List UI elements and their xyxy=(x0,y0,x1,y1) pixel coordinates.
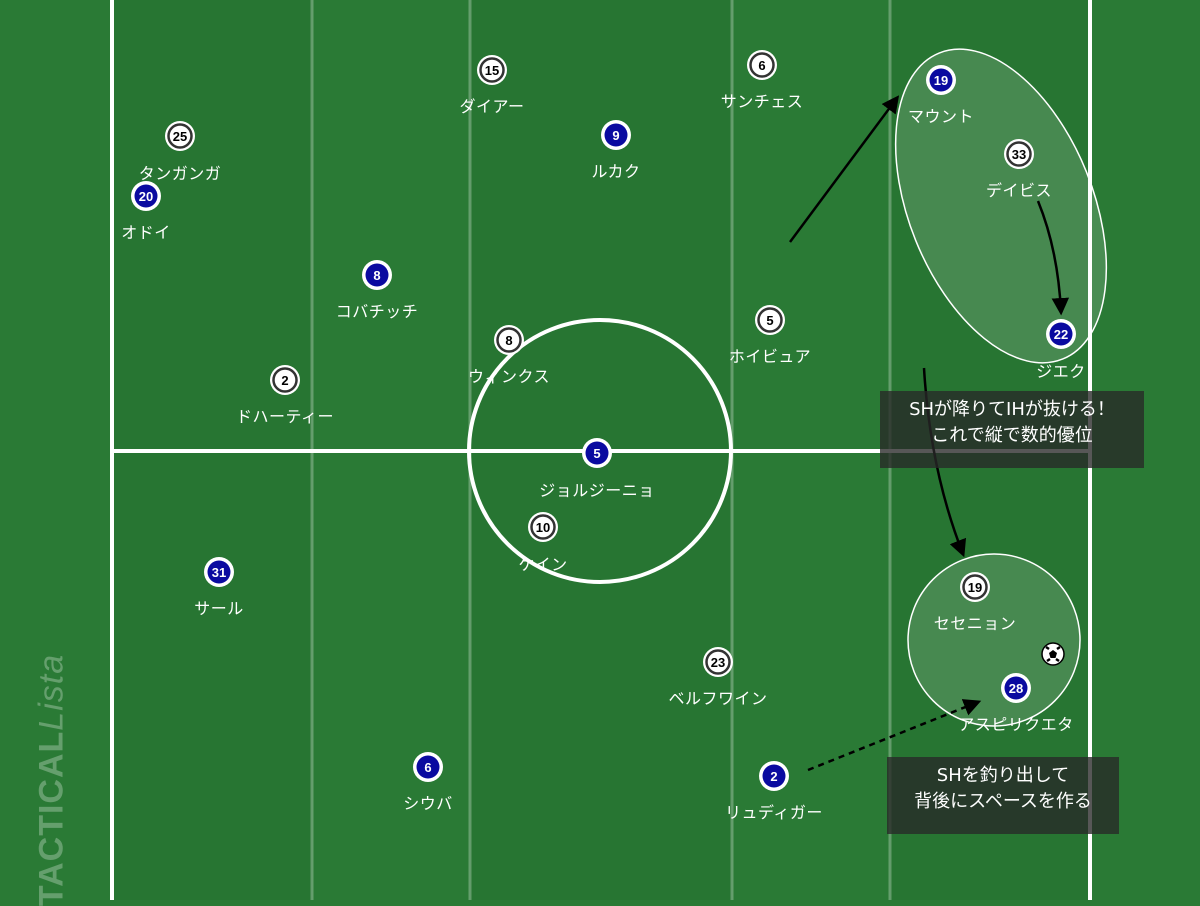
note-bottom: SHを釣り出して 背後にスペースを作る xyxy=(887,757,1119,834)
player-disc xyxy=(749,52,775,78)
player-disc xyxy=(134,184,158,208)
player-name-p9: ルカク xyxy=(591,162,641,181)
player-marker-p20: 20 xyxy=(131,181,161,211)
player-marker-p22: 22 xyxy=(1046,319,1076,349)
player-number: 5 xyxy=(593,446,600,461)
player-disc xyxy=(1006,141,1032,167)
player-number: 5 xyxy=(766,313,773,328)
player-name-p6b: シウバ xyxy=(403,794,453,813)
player-disc xyxy=(167,123,193,149)
player-name-p33: デイビス xyxy=(985,181,1053,200)
player-number: 19 xyxy=(934,73,948,88)
run-arrow xyxy=(788,95,900,243)
watermark-logo: TACTICALLista xyxy=(32,653,71,906)
player-marker-p6a: 6 xyxy=(747,50,777,80)
player-disc xyxy=(207,560,231,584)
player-number: 25 xyxy=(173,129,187,144)
player-number: 31 xyxy=(212,565,226,580)
player-marker-p5a: 5 xyxy=(755,305,785,335)
player-name-p25: タンガンガ xyxy=(138,164,222,183)
ball-icon xyxy=(1041,642,1065,666)
pass-arrow-dashed xyxy=(807,699,982,772)
player-name-p15: ダイアー xyxy=(459,97,525,116)
player-number: 22 xyxy=(1054,327,1068,342)
player-marker-p31: 31 xyxy=(204,557,234,587)
player-marker-p5b: 5 xyxy=(582,438,612,468)
player-number: 2 xyxy=(770,769,777,784)
player-number: 20 xyxy=(139,189,153,204)
player-disc xyxy=(962,574,988,600)
player-marker-p23: 23 xyxy=(703,647,733,677)
player-disc xyxy=(762,764,786,788)
player-marker-p8a: 8 xyxy=(362,260,392,290)
player-name-p22: ジエク xyxy=(1036,362,1086,381)
player-number: 19 xyxy=(968,580,982,595)
note-bottom-line2: 背後にスペースを作る xyxy=(914,791,1092,812)
player-number: 15 xyxy=(485,63,499,78)
player-disc xyxy=(929,68,953,92)
run-arrow xyxy=(1036,200,1070,316)
player-name-p23: ベルフワイン xyxy=(668,689,768,708)
player-name-p2b: リュディガー xyxy=(725,803,823,822)
player-marker-p2b: 2 xyxy=(759,761,789,791)
player-number: 8 xyxy=(373,268,380,283)
note-top-line2: これで縦で数的優位 xyxy=(931,425,1093,446)
player-number: 10 xyxy=(536,520,550,535)
player-name-p10: ケイン xyxy=(518,555,568,574)
player-disc xyxy=(1004,676,1028,700)
center-circle xyxy=(467,318,733,584)
player-disc xyxy=(365,263,389,287)
highlight-zone-top xyxy=(894,48,1108,364)
player-marker-p28: 28 xyxy=(1001,673,1031,703)
player-disc xyxy=(585,441,609,465)
player-marker-p2a: 2 xyxy=(270,365,300,395)
player-number: 33 xyxy=(1012,147,1026,162)
player-number: 6 xyxy=(424,760,431,775)
player-disc xyxy=(757,307,783,333)
player-marker-p9: 9 xyxy=(601,120,631,150)
player-name-p5a: ホイビュア xyxy=(728,347,812,366)
player-marker-p10: 10 xyxy=(528,512,558,542)
player-disc xyxy=(272,367,298,393)
player-name-p28: アスピリクエタ xyxy=(958,715,1074,734)
player-marker-p15: 15 xyxy=(477,55,507,85)
player-disc xyxy=(604,123,628,147)
player-disc xyxy=(496,327,522,353)
player-marker-p19b: 19 xyxy=(960,572,990,602)
player-name-p19a: マウント xyxy=(907,107,975,126)
note-bottom-line1: SHを釣り出して xyxy=(936,765,1070,786)
player-name-p5b: ジョルジーニョ xyxy=(539,481,655,500)
player-name-p8b: ウィンクス xyxy=(467,367,551,386)
player-marker-p8b: 8 xyxy=(494,325,524,355)
player-disc xyxy=(416,755,440,779)
player-name-p31: サール xyxy=(194,599,244,618)
player-name-p20: オドイ xyxy=(121,223,171,242)
player-number: 9 xyxy=(612,128,619,143)
player-name-p6a: サンチェス xyxy=(720,92,804,111)
player-marker-p33: 33 xyxy=(1004,139,1034,169)
player-number: 23 xyxy=(711,655,725,670)
player-name-p19b: セセニョン xyxy=(933,614,1017,633)
player-marker-p19a: 19 xyxy=(926,65,956,95)
highlight-zone-bottom xyxy=(907,553,1081,727)
player-number: 2 xyxy=(281,373,288,388)
player-disc xyxy=(479,57,505,83)
player-marker-p25: 25 xyxy=(165,121,195,151)
player-marker-p6b: 6 xyxy=(413,752,443,782)
player-number: 6 xyxy=(758,58,765,73)
player-disc xyxy=(705,649,731,675)
note-top: SHが降りてIHが抜ける！ これで縦で数的優位 xyxy=(880,391,1144,468)
player-disc xyxy=(1049,322,1073,346)
player-name-p8a: コバチッチ xyxy=(335,302,419,321)
player-number: 28 xyxy=(1009,681,1023,696)
player-disc xyxy=(530,514,556,540)
note-top-line1: SHが降りてIHが抜ける！ xyxy=(909,399,1115,420)
player-name-p2a: ドハーティー xyxy=(235,407,335,426)
player-number: 8 xyxy=(505,333,512,348)
